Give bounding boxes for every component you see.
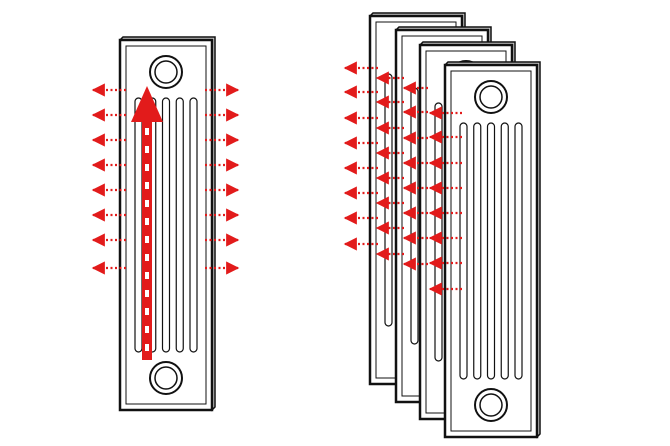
flow-arrow-dash xyxy=(145,290,149,297)
radiator-fin xyxy=(175,97,184,353)
flow-arrow-dash xyxy=(145,146,149,153)
flow-arrow-dash xyxy=(145,218,149,225)
radiator-fin xyxy=(473,122,482,380)
flow-arrow-dash xyxy=(145,128,149,135)
flow-arrow-head xyxy=(131,86,163,122)
radiator-fin xyxy=(459,122,468,380)
flow-arrow-dash xyxy=(145,236,149,243)
radiator-fin xyxy=(500,122,509,380)
bottom-connector xyxy=(474,388,508,422)
flow-arrow-dash xyxy=(145,344,149,351)
radiator-inner-frame xyxy=(125,45,207,405)
radiator-fin xyxy=(134,97,143,353)
radiator-fin xyxy=(189,97,198,353)
single-radiator xyxy=(118,36,216,412)
radiator-inner-frame xyxy=(450,70,532,432)
flow-arrow-dash xyxy=(145,308,149,315)
flow-arrow-dash xyxy=(145,254,149,261)
flow-arrow-dash xyxy=(145,164,149,171)
flow-arrow-dash xyxy=(145,200,149,207)
flow-arrow-dash xyxy=(145,326,149,333)
radiator-fin xyxy=(486,122,496,380)
flow-arrow-dash xyxy=(145,272,149,279)
radiator-fin xyxy=(161,97,171,353)
radiator-fin xyxy=(384,73,393,327)
single-radiator-figure xyxy=(91,36,240,412)
radiator-fin xyxy=(410,87,419,345)
top-connector xyxy=(474,80,508,114)
radiator-fin xyxy=(514,122,523,380)
top-connector xyxy=(149,55,183,89)
stacked-heat-arrows xyxy=(343,61,462,296)
flow-arrow-dash xyxy=(145,182,149,189)
radiator-fin xyxy=(434,102,443,362)
stacked-radiator-section xyxy=(443,61,541,439)
bottom-connector xyxy=(149,361,183,395)
hot-water-flow-arrow xyxy=(131,86,163,360)
stacked-radiators-figure xyxy=(343,12,541,439)
